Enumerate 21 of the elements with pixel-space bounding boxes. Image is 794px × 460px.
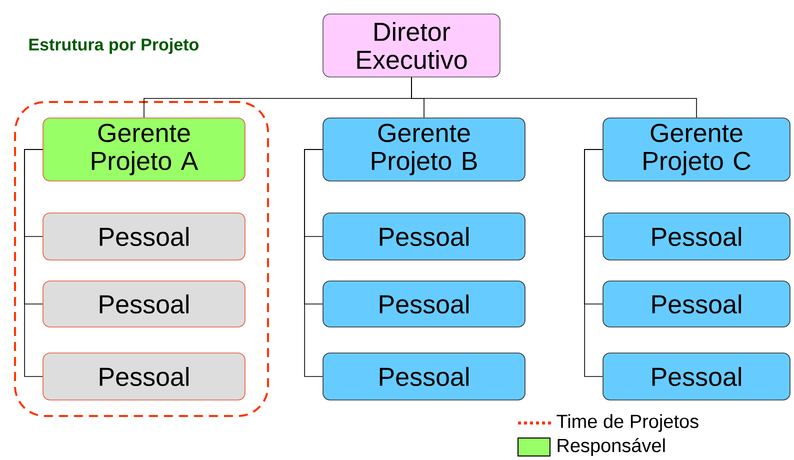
manager-box: Gerente Projeto B (322, 118, 526, 182)
legend-label: Responsável (558, 438, 665, 456)
connector-line (411, 77, 697, 118)
team-region (14, 101, 269, 417)
executive-box: Diretor Executivo (322, 14, 500, 78)
person-box: Pessoal (42, 212, 246, 260)
connector-line (24, 149, 43, 377)
person-box: Pessoal (322, 280, 526, 328)
person-box: Pessoal (322, 352, 526, 400)
connector-line (584, 149, 603, 377)
heading: Estrutura por Projeto (29, 38, 198, 54)
person-box: Pessoal (602, 280, 790, 328)
manager-box: Gerente Projeto C (602, 118, 790, 182)
person-box: Pessoal (602, 352, 790, 400)
person-box: Pessoal (42, 280, 246, 328)
person-box: Pessoal (42, 352, 246, 400)
legend-label: Time de Projetos (556, 414, 698, 432)
connector-line (304, 149, 323, 377)
manager-box: Gerente Projeto A (42, 118, 246, 182)
person-box: Pessoal (322, 212, 526, 260)
person-box: Pessoal (602, 212, 790, 260)
